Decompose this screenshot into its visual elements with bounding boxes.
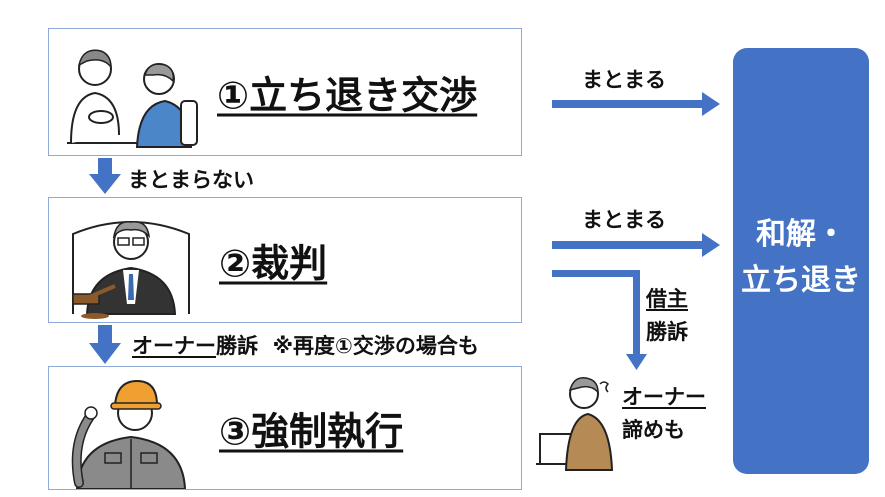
label-settled-1: まとまる <box>582 68 666 92</box>
judge-icon <box>72 221 190 319</box>
stage-title-enforcement: ③強制執行 <box>219 409 404 454</box>
arrow-elbow-head <box>626 354 647 370</box>
label-not-settled: まとまらない <box>128 168 254 192</box>
result-label: 和解・ 立ち退き <box>741 216 861 299</box>
label-renegotiate-note: ※再度①交渉の場合も <box>272 334 479 358</box>
arrow-right-2-shaft <box>552 241 704 249</box>
stage-title-trial: ②裁判 <box>219 241 328 286</box>
arrow-down-2-shaft <box>98 325 112 345</box>
arrow-right-1-head <box>702 92 720 116</box>
stage-negotiation-box: ①立ち退き交渉 <box>48 28 522 156</box>
arrow-down-1-shaft <box>98 158 112 176</box>
arrow-down-1-head <box>89 174 121 194</box>
label-owner-2: オーナー <box>622 385 706 409</box>
negotiation-people-icon <box>67 49 198 148</box>
label-give-up: 諦めも <box>622 418 685 442</box>
arrow-elbow-v <box>633 270 640 356</box>
arrow-right-1-shaft <box>552 100 704 108</box>
stage-trial-box: ②裁判 <box>48 197 522 323</box>
label-tenant-win: 勝訴 <box>646 320 688 344</box>
label-tenant: 借主 <box>646 287 688 311</box>
label-owner: オーナー <box>132 334 216 358</box>
result-settlement-box: 和解・ 立ち退き <box>733 48 869 474</box>
label-spacer <box>258 334 273 358</box>
label-settled-2: まとまる <box>582 208 666 232</box>
arrow-right-2-head <box>702 233 720 257</box>
stage-title-negotiation: ①立ち退き交渉 <box>217 73 478 118</box>
arrow-elbow-h <box>552 270 640 277</box>
stage-enforcement-box: ③強制執行 <box>48 366 522 490</box>
label-win: 勝訴 <box>216 334 258 358</box>
arrow-down-2-head <box>89 343 121 364</box>
worker-helmet-icon <box>71 379 187 489</box>
label-owner-wins-row: オーナー勝訴 ※再度①交渉の場合も <box>132 336 479 357</box>
